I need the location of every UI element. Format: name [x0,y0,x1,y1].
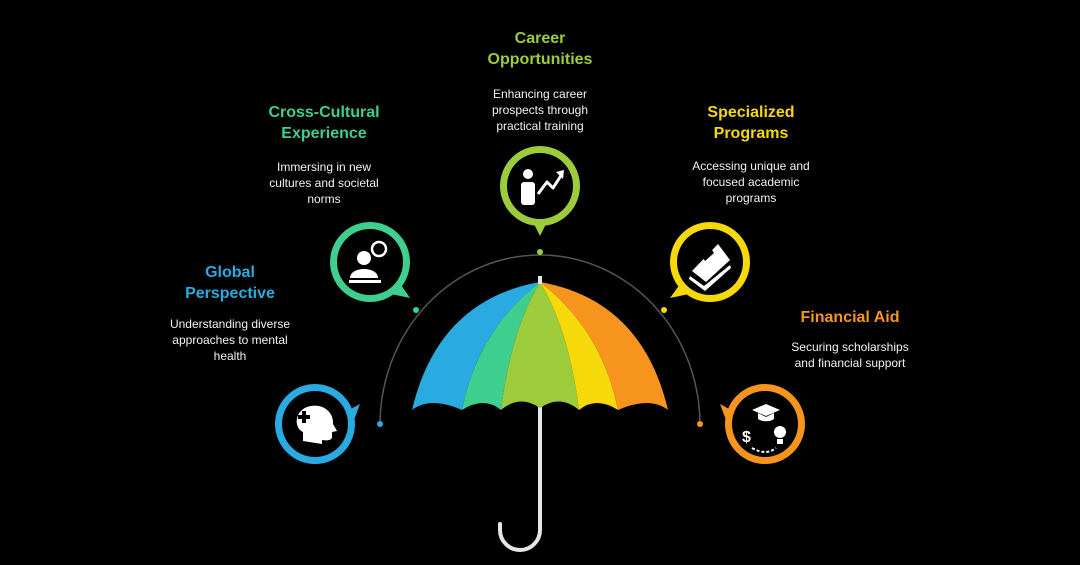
svg-text:$: $ [742,429,751,446]
cross-desc-line1: Immersing in new [276,160,372,174]
career-bubble [500,146,580,236]
global-perspective-text: Global Perspective Understanding diverse… [140,262,320,364]
global-bubble [275,384,360,464]
culture-person-icon [349,240,388,283]
cross-bubble [330,222,410,302]
connector-dot-finance [697,421,703,427]
career-title-line1: Career [514,30,566,47]
finance-bubble: $ [720,384,805,464]
special-desc-line3: programs [725,191,777,205]
special-bubble [670,222,750,302]
global-desc-line2: approaches to mental [172,333,288,347]
umbrella-panel-green [501,282,579,410]
global-desc-line3: health [213,349,247,363]
special-desc-line1: Accessing unique and [692,159,810,173]
global-title-line2: Perspective [185,285,275,302]
global-title-line1: Global [205,264,255,281]
specialized-programs-text: Specialized Programs Accessing unique an… [660,102,842,206]
special-desc-line2: focused academic [702,175,800,189]
umbrella-panel-yellow [540,282,618,410]
special-title-line1: Specialized [707,104,795,121]
connector-dot-career [537,249,543,255]
umbrella-handle [498,406,542,552]
career-desc-line1: Enhancing career [492,87,588,101]
finance-desc-line2: and financial support [794,356,906,370]
cross-title-line2: Experience [281,125,367,142]
connector-dot-global [377,421,383,427]
finance-title-line1: Financial Aid [800,309,900,326]
book-icon [689,244,731,291]
career-desc-line3: practical training [496,119,584,133]
finance-desc-line1: Securing scholarships [791,340,909,354]
special-title-line2: Programs [713,125,789,142]
cross-cultural-text: Cross-Cultural Experience Immersing in n… [234,102,414,207]
financial-aid-text: Financial Aid Securing scholarships and … [755,307,945,371]
scholarship-icon: $ [742,404,786,453]
global-desc-line1: Understanding diverse [169,317,291,331]
cross-title-line1: Cross-Cultural [268,104,380,121]
umbrella-panel-blue [412,282,540,410]
connector-dot-special [661,307,667,313]
cross-desc-line2: cultures and societal [269,176,379,190]
umbrella-panel-teal [462,282,540,410]
career-desc-line2: prospects through [491,103,589,117]
connector-dot-cross [413,307,419,313]
umbrella-tip [538,276,542,284]
career-opportunities-text: Career Opportunities Enhancing career pr… [440,28,640,134]
umbrella-panel-orange [540,282,668,410]
career-title-line2: Opportunities [487,51,593,68]
career-growth-icon [521,169,564,205]
cross-desc-line3: norms [307,192,341,206]
mental-health-head-icon [296,405,337,444]
